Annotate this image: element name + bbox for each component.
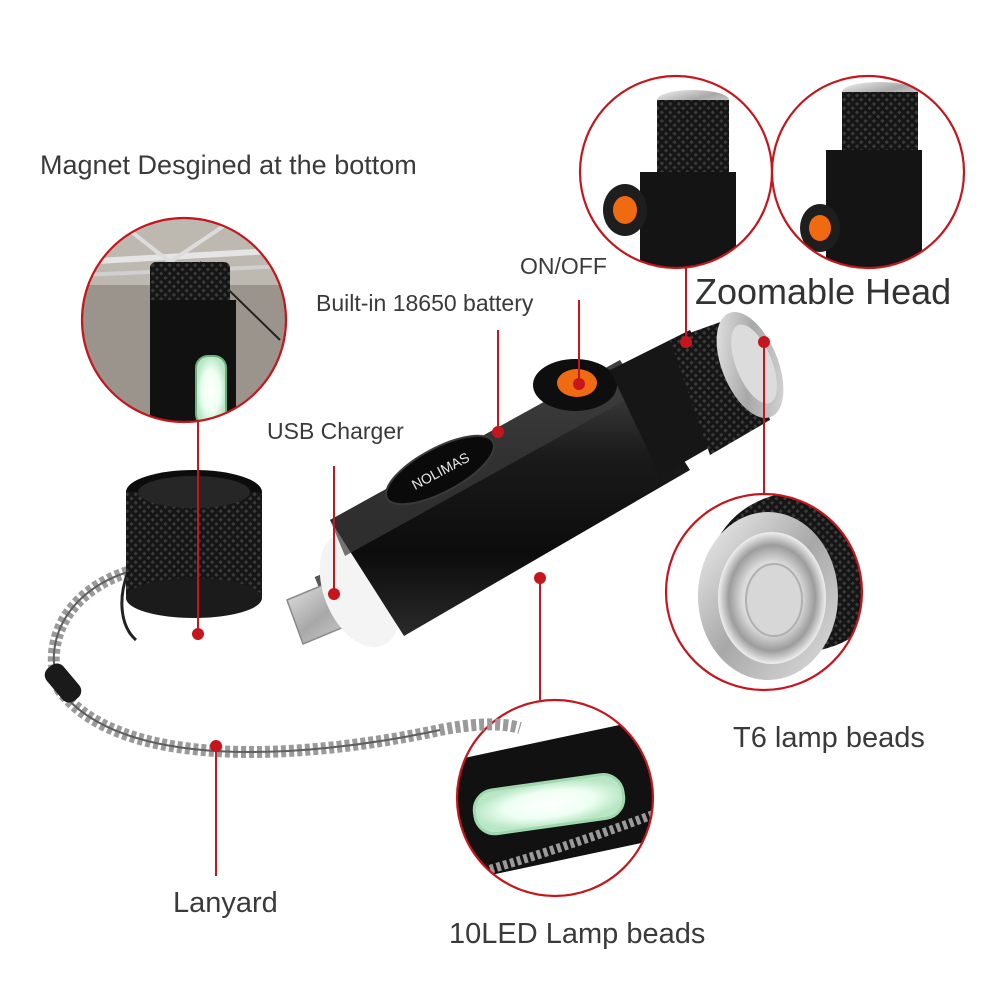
label-zoom-head: Zoomable Head [695,271,952,312]
lanyard [44,566,522,759]
zoom-head-inset-narrow [578,74,774,270]
zoom-head-inset-wide [770,74,966,270]
t6-lamp-inset [664,492,864,692]
magnet-detail-inset [80,216,288,424]
label-lanyard: Lanyard [173,887,278,919]
label-on-off: ON/OFF [520,253,607,279]
label-t6-lamp: T6 lamp beads [733,722,925,754]
label-magnet: Magnet Desgined at the bottom [40,150,417,180]
flashlight-main: NOLIMAS [286,312,784,648]
label-battery: Built-in 18650 battery [316,290,534,316]
callout-dots [192,336,770,752]
label-10led-lamp: 10LED Lamp beads [449,918,706,950]
label-usb-charger: USB Charger [267,418,404,444]
callout-lines [197,266,765,876]
end-cap [126,470,262,618]
cob-led-inset [455,698,655,898]
